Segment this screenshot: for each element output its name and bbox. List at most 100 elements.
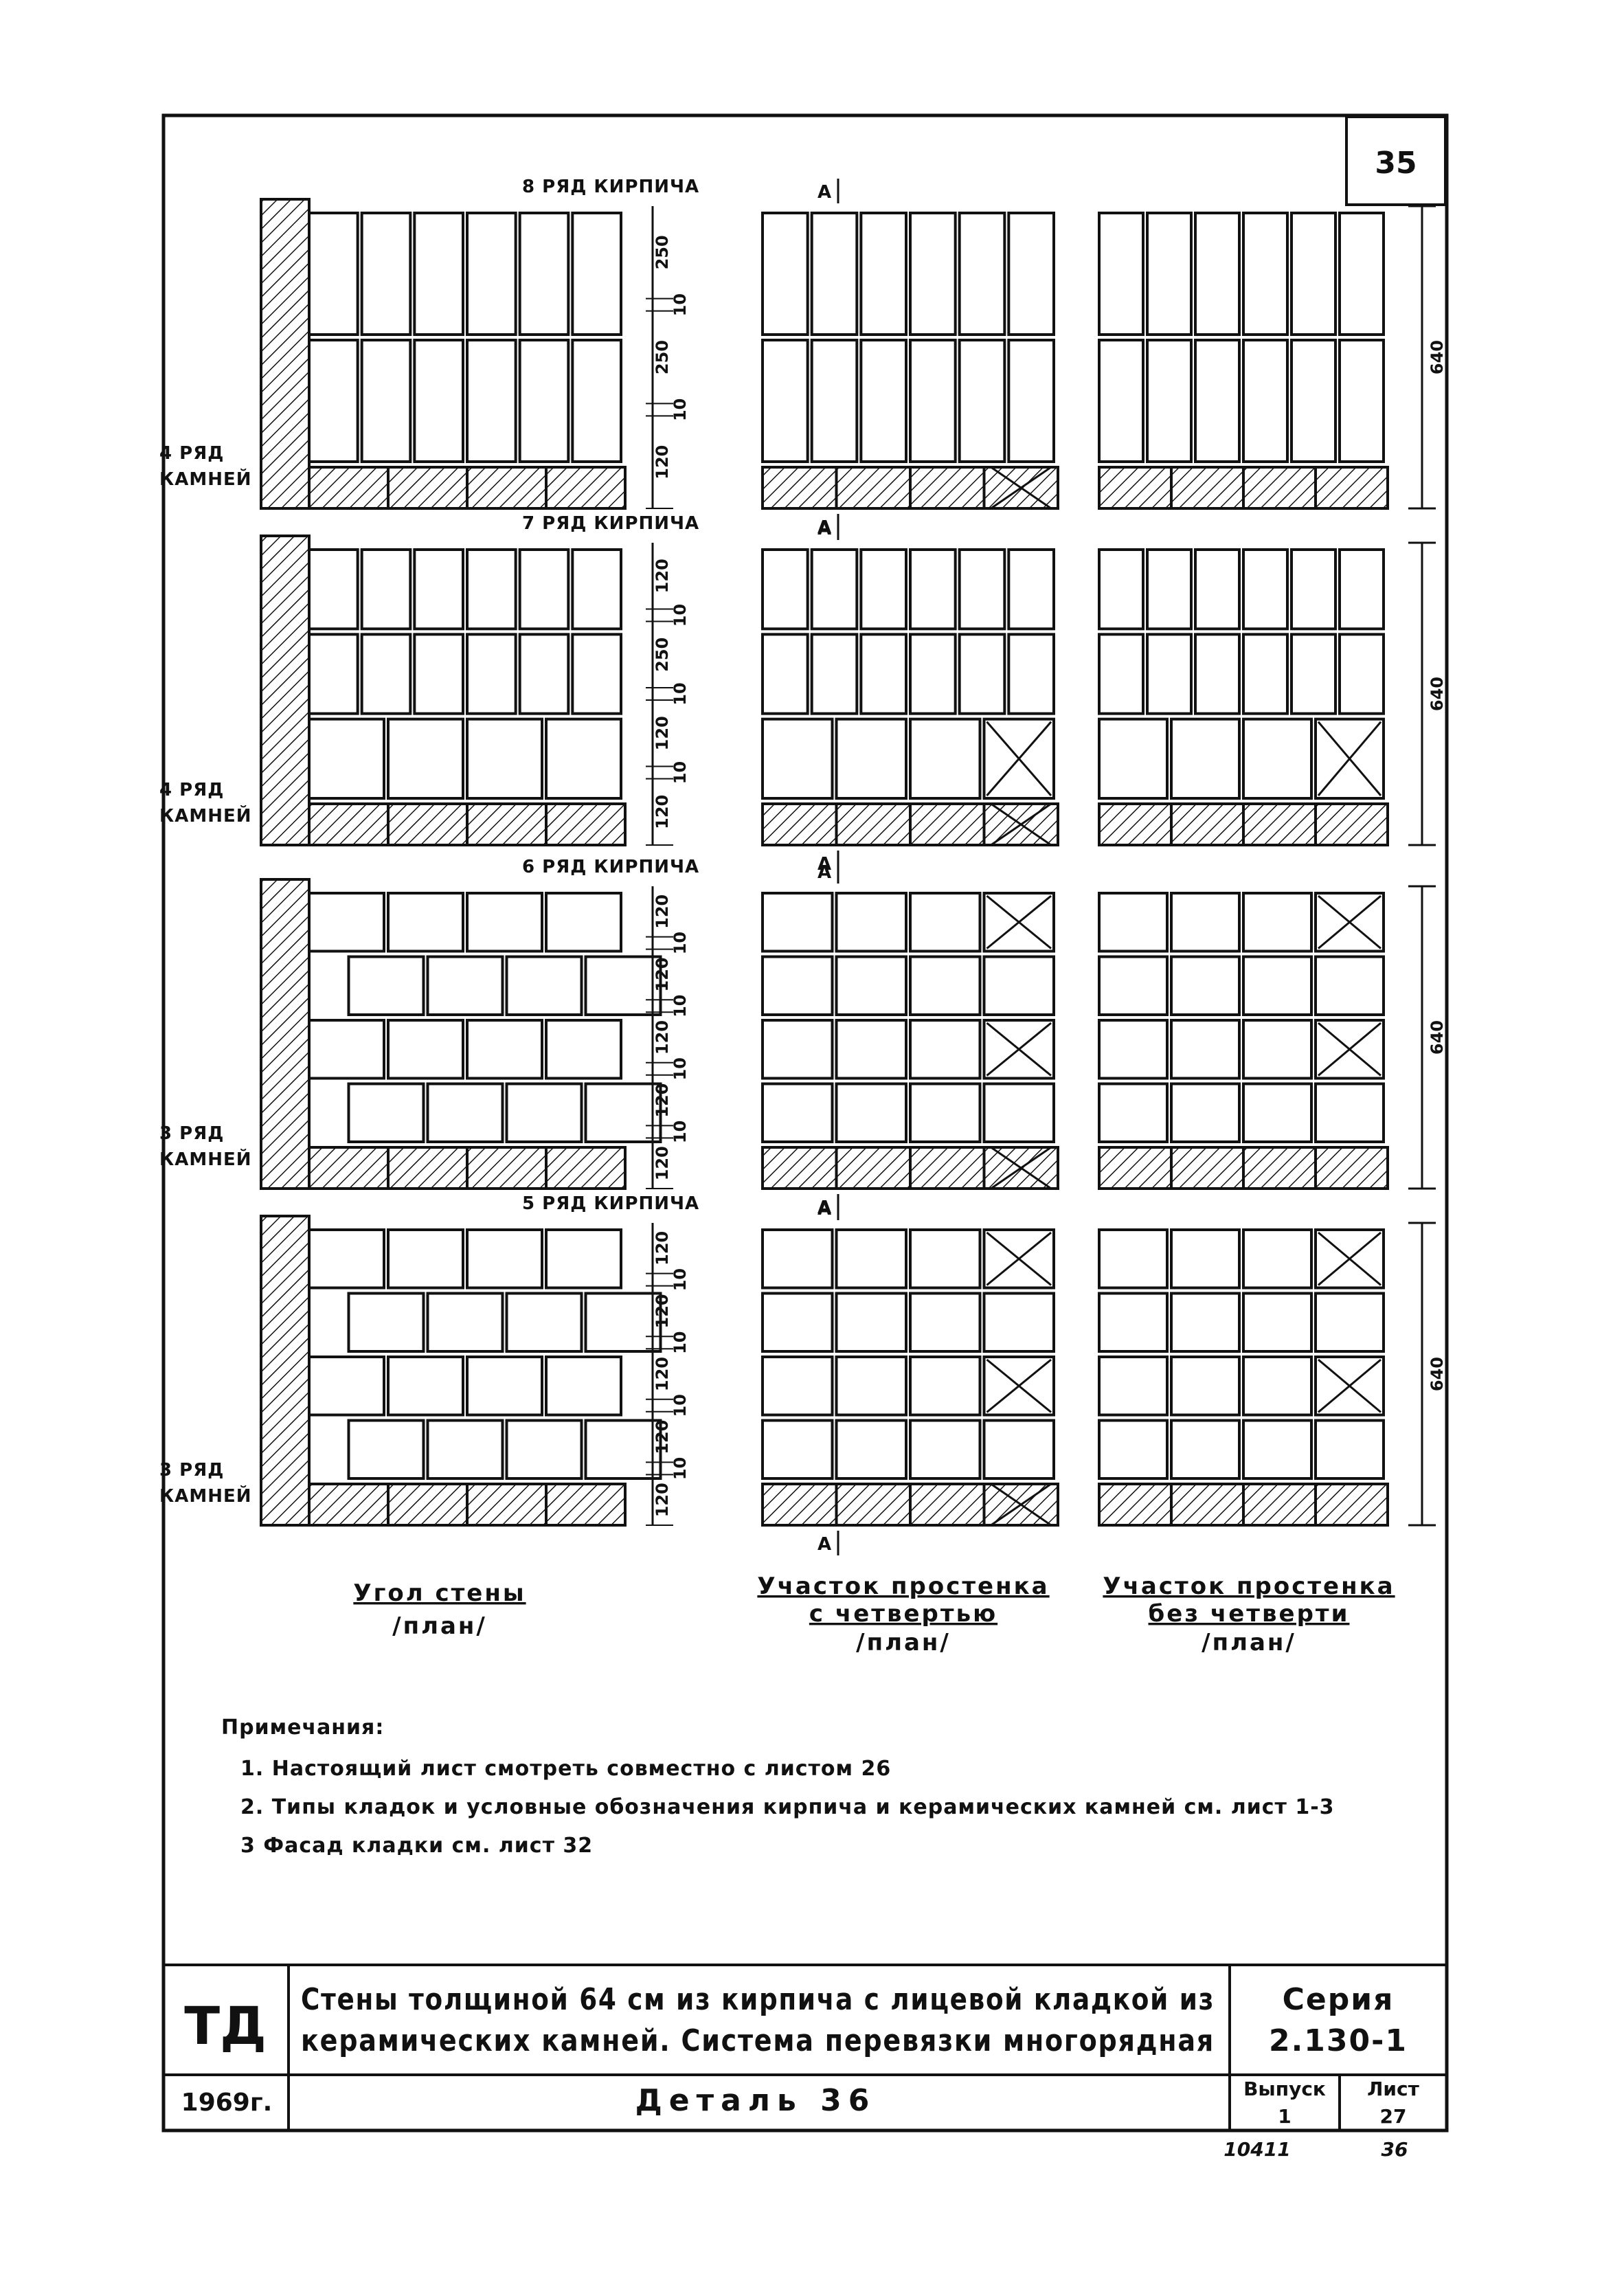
brick [466, 892, 543, 953]
brick-row-label: 6 РЯД КИРПИЧА [522, 857, 699, 877]
brick [413, 212, 464, 336]
stone-block [1098, 1483, 1173, 1527]
dimension-value: 250 [653, 235, 672, 269]
brick [308, 548, 359, 631]
brick [387, 1356, 464, 1417]
brick [1170, 892, 1241, 953]
section-mark-top: А [817, 519, 832, 539]
brick [466, 1228, 543, 1290]
brick [466, 212, 517, 336]
brick [761, 717, 834, 800]
brick [1242, 339, 1289, 463]
stone-block [835, 1483, 912, 1527]
brick [761, 633, 809, 715]
caption-pier-quarter-title2: с четвертью [809, 1600, 997, 1628]
brick [1242, 892, 1313, 953]
brick [347, 955, 425, 1016]
brick [909, 1356, 982, 1417]
dimension-value: 120 [653, 1294, 672, 1328]
brick [1007, 339, 1056, 463]
brick [426, 1292, 504, 1353]
section-mark-bottom: А [817, 1534, 832, 1555]
brick [308, 717, 385, 800]
brick [1007, 548, 1056, 631]
stone-block [308, 466, 390, 510]
stone-row-label: 3 РЯД [159, 1123, 224, 1144]
brick [761, 1292, 834, 1353]
brick [835, 1082, 907, 1143]
dimension-value: 120 [653, 1083, 672, 1118]
brick [909, 1419, 982, 1480]
brick [761, 1228, 834, 1290]
stone-block [387, 1483, 469, 1527]
brick [308, 1019, 385, 1080]
brick [571, 212, 622, 336]
brick [466, 339, 517, 463]
stone-block [835, 1146, 912, 1190]
brick [1098, 1019, 1169, 1080]
dimension-value: 10 [670, 398, 690, 421]
brick [1194, 339, 1241, 463]
brick-row-label: 5 РЯД КИРПИЧА [522, 1193, 699, 1214]
cross-mark [986, 721, 1052, 796]
brick [1170, 1356, 1241, 1417]
dimension-value: 120 [653, 1146, 672, 1180]
series-value: 2.130-1 [1269, 2023, 1408, 2058]
brick [347, 1419, 425, 1480]
stone-block [761, 466, 838, 510]
brick [982, 1292, 1055, 1353]
brick [761, 955, 834, 1016]
brick [1098, 1419, 1169, 1480]
stone-block [1242, 1146, 1317, 1190]
brick [1242, 1292, 1313, 1353]
brick [360, 548, 412, 631]
brick [466, 633, 517, 715]
cross-mark [986, 1022, 1052, 1077]
brick [1338, 212, 1385, 336]
brick [308, 633, 359, 715]
series-label: Серия [1283, 1982, 1395, 2017]
cross-mark [1318, 895, 1381, 949]
brick [518, 548, 570, 631]
brick [360, 212, 412, 336]
issue-label: Выпуск [1243, 2078, 1326, 2100]
brick [1314, 955, 1385, 1016]
brick [835, 892, 907, 953]
brick [1242, 633, 1289, 715]
brick [1170, 1292, 1241, 1353]
caption-corner-sub: /план/ [392, 1612, 487, 1640]
brick [347, 1082, 425, 1143]
stone-block [909, 802, 986, 846]
brick [1170, 1419, 1241, 1480]
brick [1098, 717, 1169, 800]
cross-mark [986, 1358, 1052, 1413]
stone-block [1170, 1146, 1245, 1190]
corner-wall-strip [260, 198, 311, 510]
caption-corner-title: Угол стены [353, 1579, 526, 1607]
brick [1170, 717, 1241, 800]
stone-block [308, 1483, 390, 1527]
brick [1098, 892, 1169, 953]
brick [761, 1419, 834, 1480]
brick [1170, 1082, 1241, 1143]
stone-block [387, 1146, 469, 1190]
brick [761, 1019, 834, 1080]
brick [308, 1356, 385, 1417]
stone-block [545, 466, 627, 510]
stone-block [1170, 466, 1245, 510]
brick [835, 1292, 907, 1353]
brick [909, 1019, 982, 1080]
brick [387, 892, 464, 953]
brick [982, 1082, 1055, 1143]
brick [1194, 633, 1241, 715]
stone-row-label: КАМНЕЙ [159, 1485, 252, 1507]
brick [1170, 955, 1241, 1016]
notes-heading: Примечания: [221, 1716, 384, 1740]
logo-td: ТД [184, 1995, 267, 2056]
stone-block [1242, 1483, 1317, 1527]
dimension-value: 120 [653, 895, 672, 929]
brick [1170, 1228, 1241, 1290]
brick [835, 717, 907, 800]
brick [859, 212, 908, 336]
section-mark-bottom: А [817, 854, 832, 875]
